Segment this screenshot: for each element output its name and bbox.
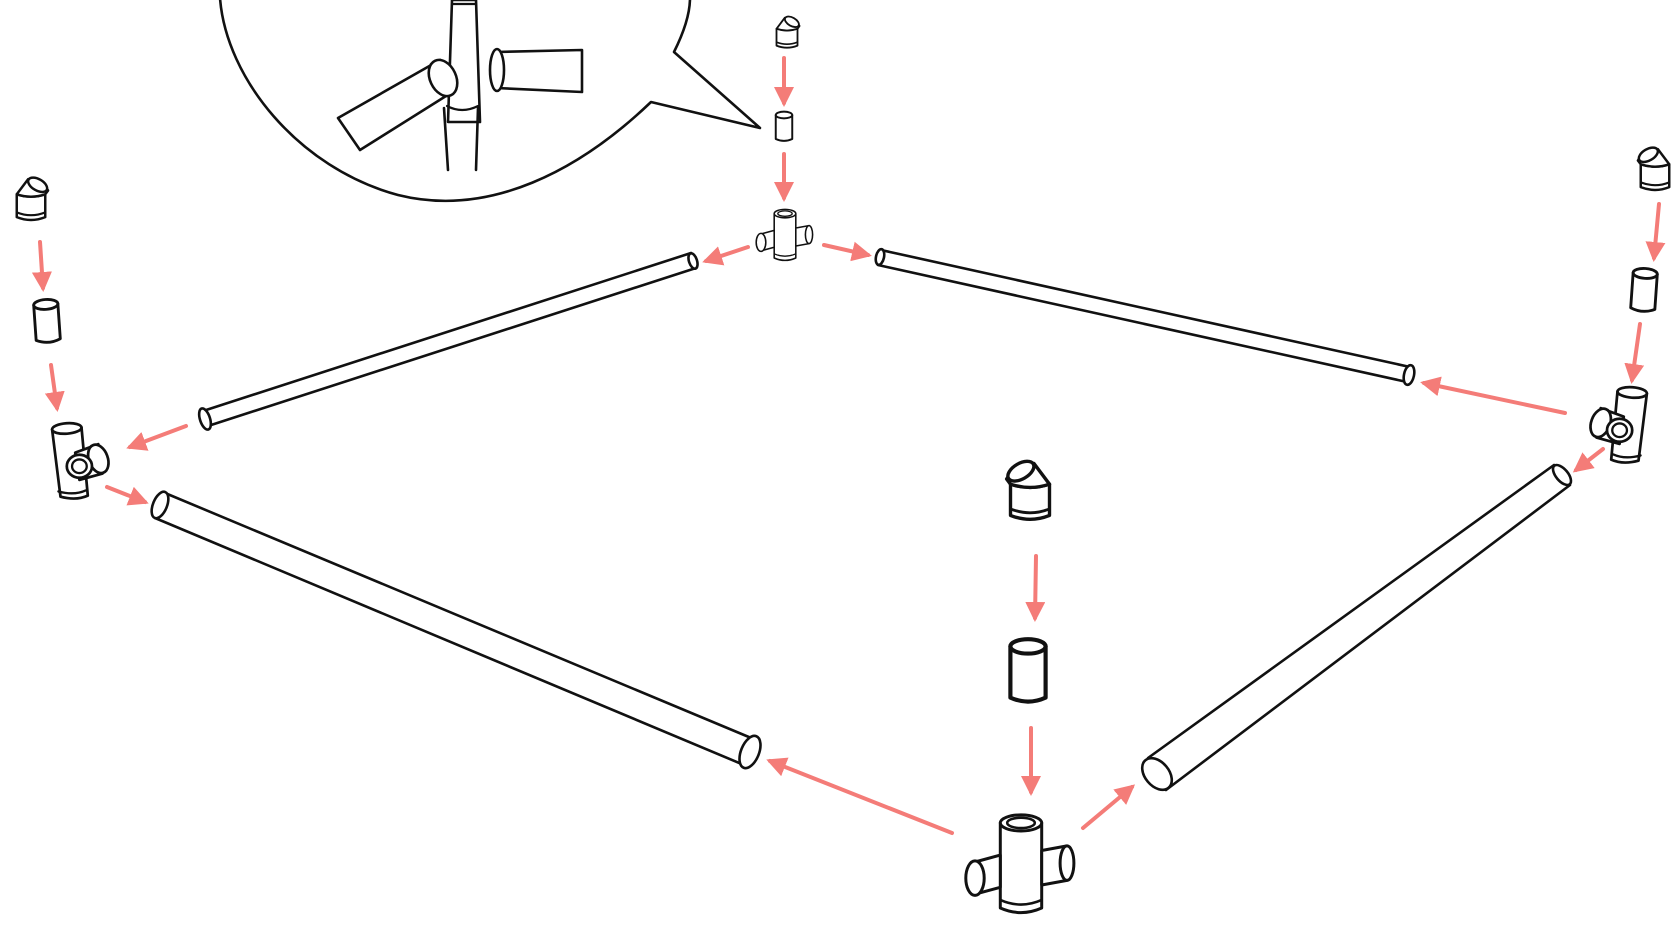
arrow-right-coupling-to-tee xyxy=(1624,322,1645,384)
arrow-right-elbow-to-coupling xyxy=(1645,202,1666,262)
pipe-top-left xyxy=(197,251,699,431)
elbow-cap-bottom xyxy=(1002,455,1052,521)
detail-callout xyxy=(218,0,762,203)
arrow-top-cross-to-right-pipe xyxy=(822,241,872,262)
coupling-bottom xyxy=(1010,639,1045,701)
arrow-top-cross-to-left-pipe xyxy=(702,245,750,266)
arrow-left-tee-to-pipe xyxy=(105,485,149,506)
tee-connector-left xyxy=(50,420,114,500)
coupling-top xyxy=(774,110,794,142)
arrow-left-elbow-to-coupling xyxy=(31,240,52,292)
arrow-bottom-cross-to-left-pipe xyxy=(766,757,954,835)
elbow-cap-top xyxy=(775,13,802,49)
cross-connector-bottom xyxy=(964,813,1076,915)
pipe-bottom-left xyxy=(150,490,762,770)
assembly-arrows xyxy=(31,56,1666,835)
pipe-top-right xyxy=(874,247,1416,387)
arrow-left-pipe-to-tee xyxy=(126,424,188,451)
arrow-right-tee-to-pipe xyxy=(1420,376,1567,415)
elbow-cap-right xyxy=(1635,143,1671,192)
coupling-right xyxy=(1629,266,1660,314)
elbow-cap-left xyxy=(15,173,51,222)
arrow-bottom-elbow-to-coupling xyxy=(1025,554,1046,622)
cross-connector-top xyxy=(755,208,814,262)
pipe-bottom-right xyxy=(1140,463,1573,792)
detail-cross-connector xyxy=(336,0,584,172)
tee-connector-right xyxy=(1585,384,1649,464)
coupling-left xyxy=(31,297,62,345)
arrow-right-tee-to-bottom-pipe xyxy=(1572,447,1605,473)
arrow-left-coupling-to-tee xyxy=(44,363,65,412)
arrow-bottom-cross-to-right-pipe xyxy=(1081,784,1136,830)
